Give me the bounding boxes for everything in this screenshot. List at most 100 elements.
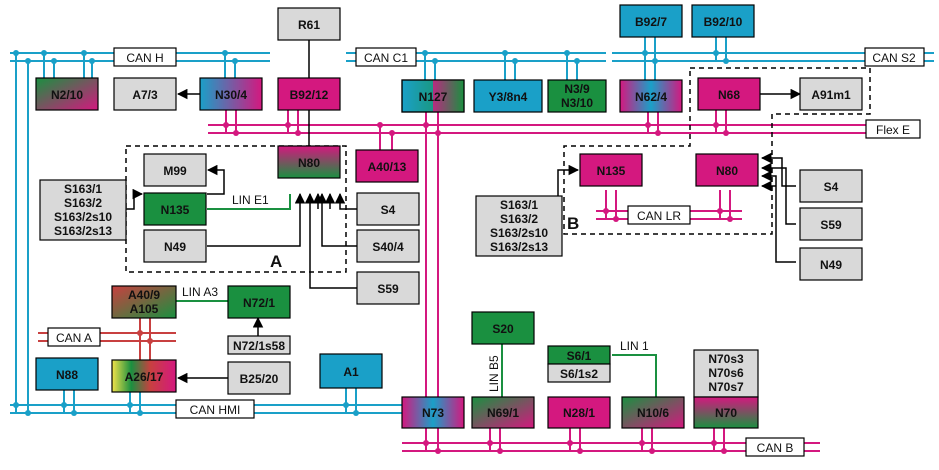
module-a7-3[interactable]: A7/3: [113, 77, 177, 111]
svg-text:S163/2: S163/2: [500, 212, 538, 226]
svg-text:N135: N135: [161, 203, 190, 217]
bus-label-can-h: CAN H: [113, 47, 177, 67]
module-s4-b[interactable]: S4: [799, 169, 863, 203]
module-n70-switches[interactable]: N70s3 N70s6 N70s7: [693, 349, 759, 398]
module-a1[interactable]: A1: [319, 353, 383, 389]
module-b25-20[interactable]: B25/20: [227, 361, 291, 395]
svg-text:S59: S59: [377, 282, 399, 296]
svg-text:S4: S4: [381, 203, 396, 217]
module-n49-a[interactable]: N49: [143, 229, 207, 263]
lin-e1-label: LIN E1: [232, 193, 269, 207]
svg-text:B92/10: B92/10: [704, 15, 743, 29]
module-n72-1[interactable]: N72/1: [227, 285, 291, 319]
module-n62-4[interactable]: N62/4: [619, 79, 683, 113]
module-n70[interactable]: N70: [693, 396, 759, 429]
svg-text:CAN H: CAN H: [126, 51, 163, 65]
module-n28-1[interactable]: N28/1: [547, 396, 611, 429]
svg-text:CAN C1: CAN C1: [364, 51, 408, 65]
svg-text:M99: M99: [163, 164, 187, 178]
svg-text:N127: N127: [419, 90, 448, 104]
svg-text:CAN S2: CAN S2: [872, 51, 916, 65]
svg-text:CAN HMI: CAN HMI: [190, 403, 241, 417]
module-n10-6[interactable]: N10/6: [621, 396, 685, 429]
module-n127[interactable]: N127: [401, 79, 465, 113]
svg-text:B92/12: B92/12: [290, 88, 329, 102]
module-n2-10[interactable]: N2/10: [35, 77, 99, 111]
svg-text:N73: N73: [422, 406, 444, 420]
svg-text:A1: A1: [343, 365, 359, 379]
module-n69-1[interactable]: N69/1: [471, 396, 535, 429]
module-a40-13[interactable]: A40/13: [355, 149, 419, 183]
module-s40-4[interactable]: S40/4: [356, 229, 420, 263]
svg-text:N10/6: N10/6: [637, 406, 669, 420]
module-n30-4[interactable]: N30/4: [199, 77, 263, 111]
module-s163-a[interactable]: S163/1 S163/2 S163/2s10 S163/2s13: [39, 179, 127, 241]
module-n135-b[interactable]: N135: [579, 153, 643, 187]
module-s163-b[interactable]: S163/1 S163/2 S163/2s10 S163/2s13: [475, 195, 563, 257]
svg-text:A40/9: A40/9: [128, 288, 160, 302]
svg-text:A7/3: A7/3: [132, 88, 158, 102]
svg-text:A40/13: A40/13: [368, 160, 407, 174]
module-s59-a[interactable]: S59: [356, 271, 420, 305]
svg-text:Flex E: Flex E: [876, 123, 910, 137]
lin-1-label: LIN 1: [620, 339, 649, 353]
svg-text:N30/4: N30/4: [215, 88, 247, 102]
module-m99[interactable]: M99: [143, 153, 207, 187]
module-y3-8n4[interactable]: Y3/8n4: [473, 79, 543, 113]
module-s59-b[interactable]: S59: [799, 207, 863, 241]
svg-text:S163/2s10: S163/2s10: [490, 226, 548, 240]
svg-text:N72/1s58: N72/1s58: [233, 339, 285, 353]
svg-text:N70s6: N70s6: [708, 366, 744, 380]
svg-text:N72/1: N72/1: [243, 296, 275, 310]
module-n49-b[interactable]: N49: [799, 247, 863, 281]
svg-text:CAN A: CAN A: [56, 331, 92, 345]
module-s20[interactable]: S20: [471, 311, 535, 345]
svg-text:A91m1: A91m1: [811, 88, 851, 102]
junction-dots: [13, 50, 733, 454]
module-b92-7[interactable]: B92/7: [619, 4, 683, 38]
svg-text:N80: N80: [716, 164, 738, 178]
module-n68[interactable]: N68: [697, 77, 761, 111]
module-n88[interactable]: N88: [35, 357, 99, 391]
svg-text:S20: S20: [492, 322, 514, 336]
lin-a3-label: LIN A3: [182, 285, 218, 299]
svg-text:N69/1: N69/1: [487, 406, 519, 420]
svg-text:N49: N49: [820, 258, 842, 272]
svg-text:N70s3: N70s3: [708, 352, 744, 366]
module-n73[interactable]: N73: [401, 396, 465, 429]
bus-label-can-hmi: CAN HMI: [175, 399, 255, 419]
svg-text:S6/1: S6/1: [567, 349, 592, 363]
module-s6-1[interactable]: S6/1: [547, 345, 611, 365]
lin-b5-label: LIN B5: [487, 355, 501, 392]
group-b-boundary: [563, 67, 871, 235]
module-s6-1s2[interactable]: S6/1s2: [547, 363, 611, 383]
svg-text:CAN B: CAN B: [757, 441, 794, 455]
svg-text:S163/2s13: S163/2s13: [54, 224, 112, 238]
svg-text:S40/4: S40/4: [372, 240, 404, 254]
module-n80-b[interactable]: N80: [695, 153, 759, 187]
svg-text:S4: S4: [824, 180, 839, 194]
module-n3-9-n3-10[interactable]: N3/9 N3/10: [547, 79, 607, 113]
svg-text:S59: S59: [820, 218, 842, 232]
svg-text:N80: N80: [298, 156, 320, 170]
svg-text:R61: R61: [298, 18, 320, 32]
module-n80-a[interactable]: N80: [277, 145, 341, 179]
svg-text:S163/2: S163/2: [64, 196, 102, 210]
svg-text:N3/9: N3/9: [564, 82, 590, 96]
module-a26-17[interactable]: A26/17: [111, 359, 177, 393]
group-a-label: A: [270, 252, 282, 271]
svg-text:N62/4: N62/4: [635, 90, 667, 104]
module-n135-a[interactable]: N135: [143, 192, 207, 226]
module-a91m1[interactable]: A91m1: [799, 77, 863, 111]
module-b92-12[interactable]: B92/12: [277, 77, 341, 111]
module-a40-9-a105[interactable]: A40/9 A105: [111, 285, 177, 319]
svg-text:B25/20: B25/20: [240, 372, 279, 386]
module-n72-1s58[interactable]: N72/1s58: [227, 335, 291, 355]
svg-text:N88: N88: [56, 368, 78, 382]
svg-text:S163/2s13: S163/2s13: [490, 240, 548, 254]
bus-lines: [10, 37, 934, 452]
module-r61[interactable]: R61: [277, 7, 341, 41]
module-s4-a[interactable]: S4: [356, 192, 420, 226]
module-b92-10[interactable]: B92/10: [691, 4, 755, 38]
